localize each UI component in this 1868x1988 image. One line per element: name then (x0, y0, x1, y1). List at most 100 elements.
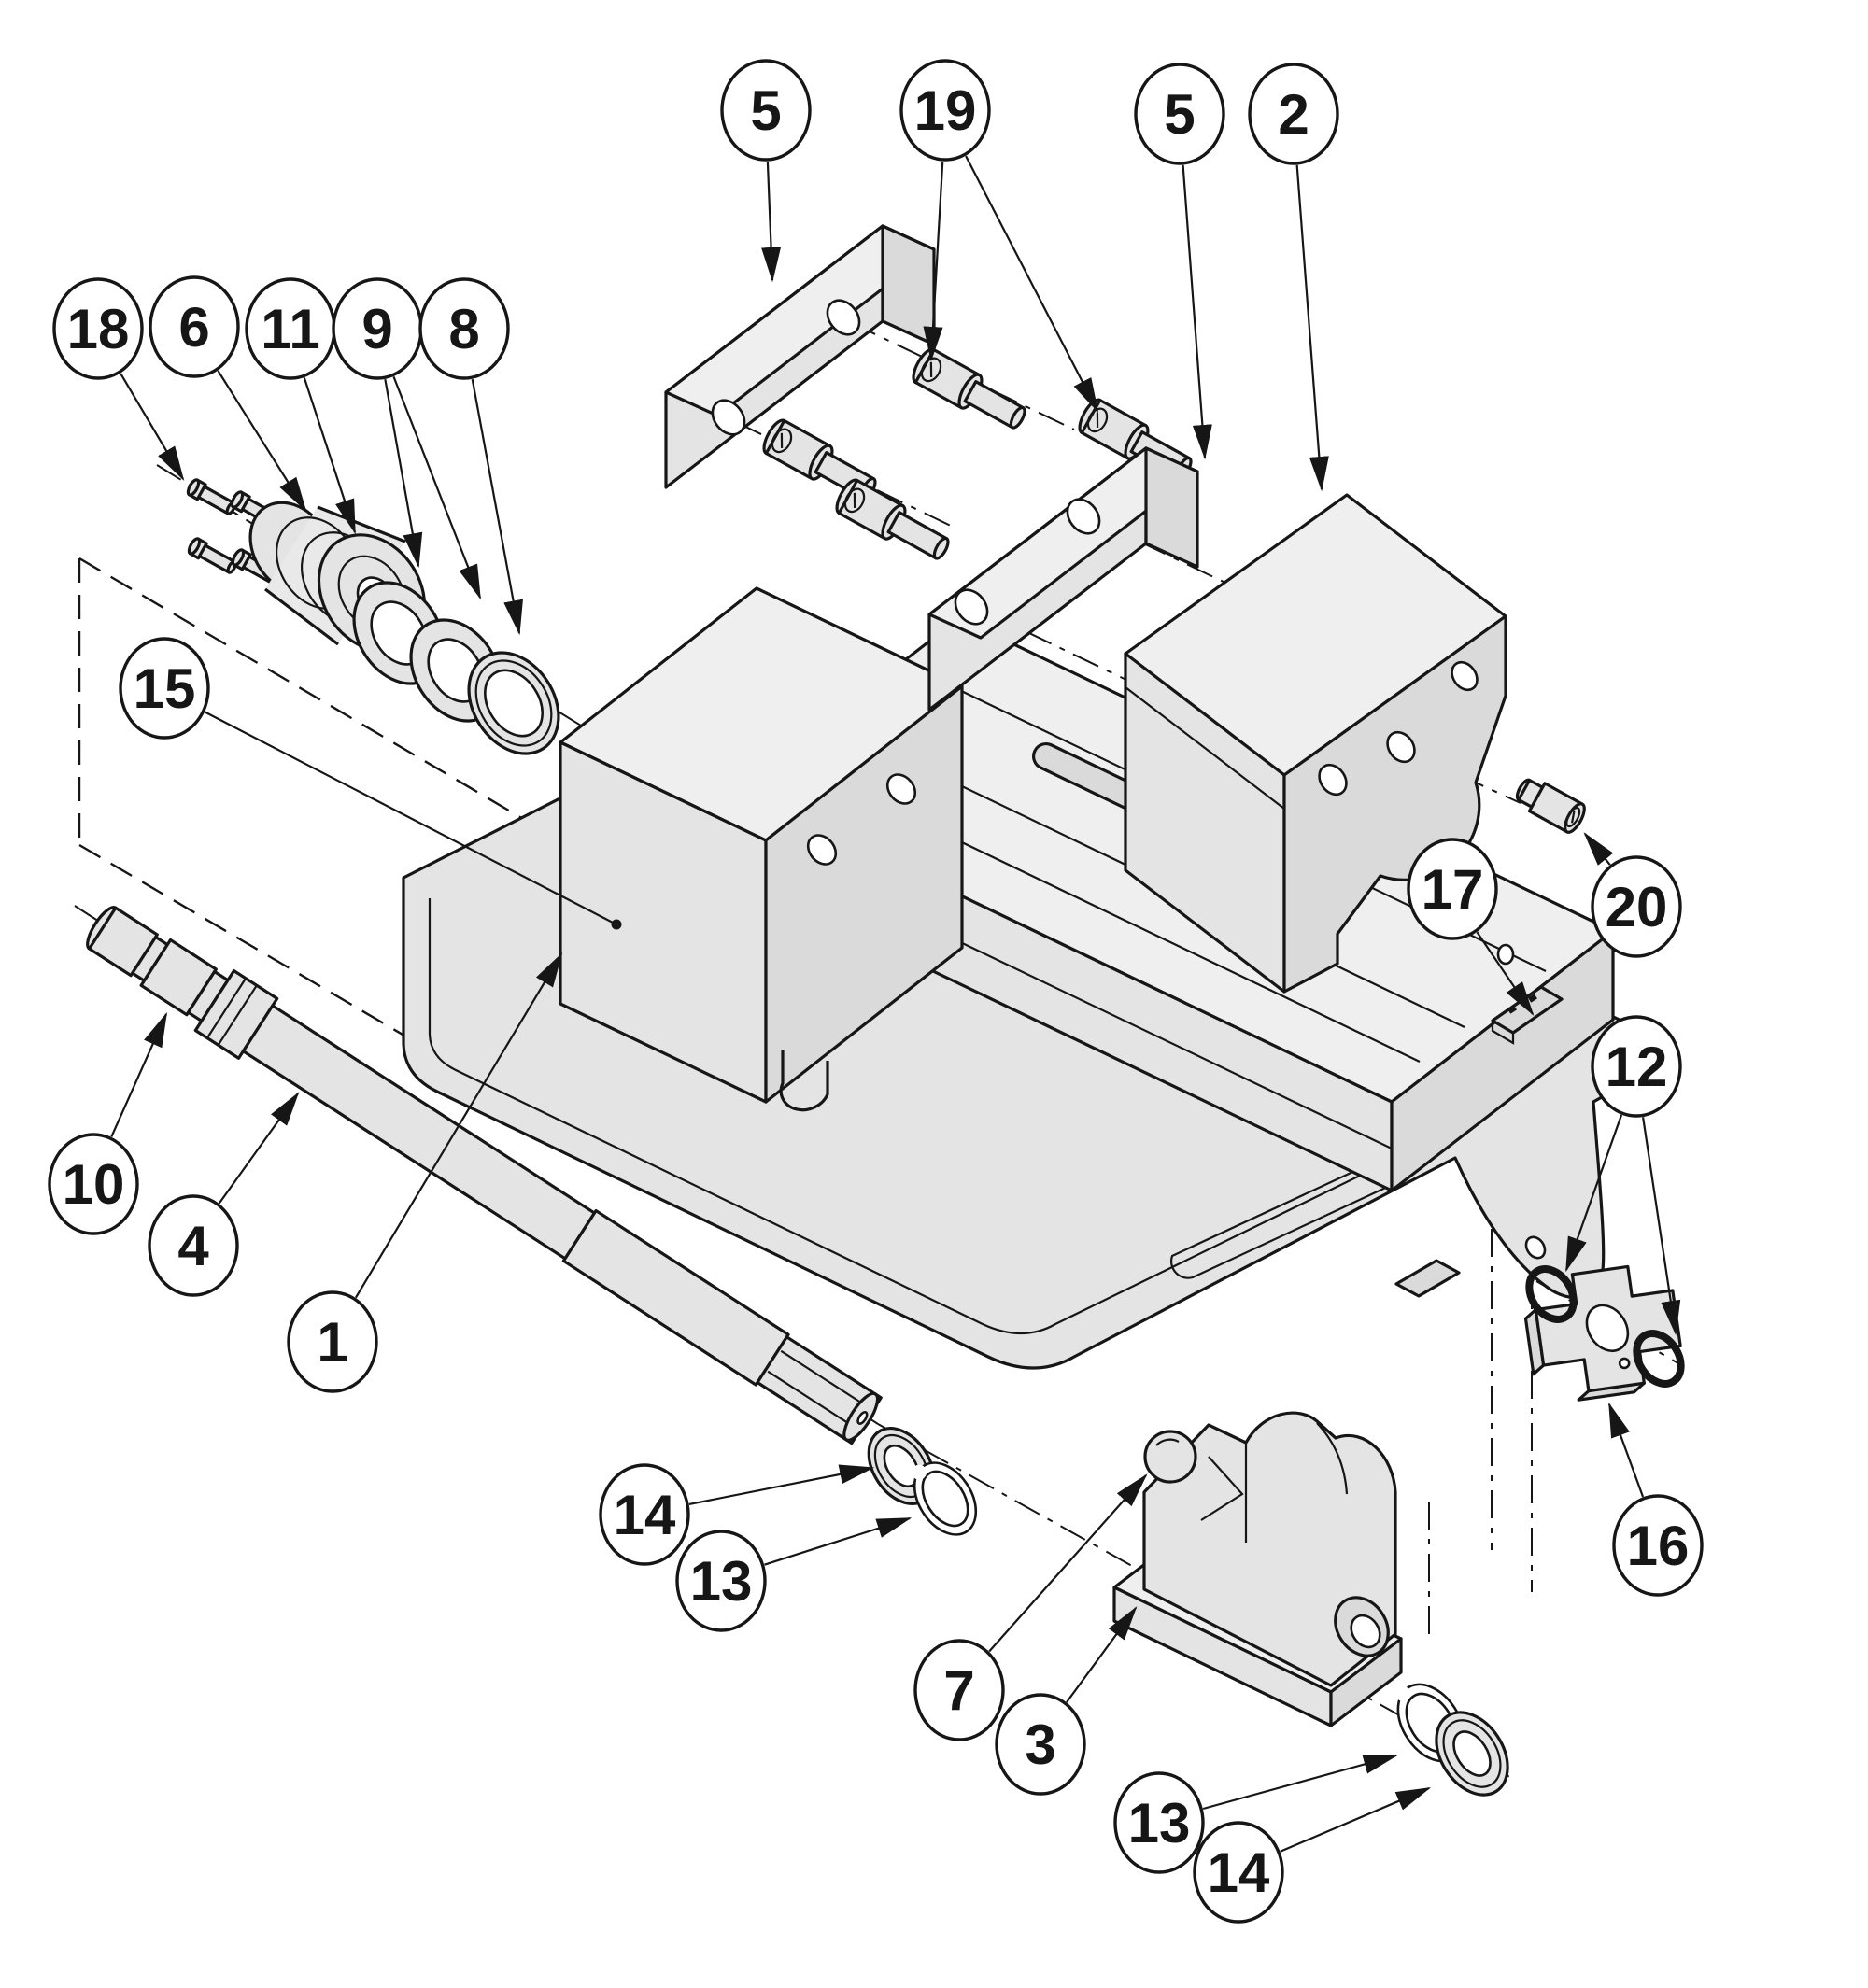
leader-line-4 (218, 1092, 300, 1205)
balloon-15-9: 15 (119, 637, 210, 740)
balloon-number: 9 (361, 298, 392, 360)
balloon-circle (48, 1133, 139, 1235)
washer-8 (467, 651, 560, 755)
balloon-12-15: 12 (1591, 1015, 1682, 1118)
balloon-circle (148, 1194, 239, 1297)
leader-line-13 (1202, 1754, 1399, 1811)
balloon-circle (599, 1463, 690, 1566)
balloon-3-20: 3 (995, 1693, 1086, 1796)
balloon-circle (720, 59, 812, 162)
leader-line-3 (1066, 1606, 1138, 1703)
balloon-circle (913, 1639, 1005, 1741)
jaw-plate-right (927, 446, 1199, 712)
balloon-9-7: 9 (332, 277, 423, 380)
balloon-circle (119, 637, 210, 740)
balloon-19-1: 19 (899, 59, 991, 162)
balloon-circle (899, 59, 991, 162)
leader-line-16 (1607, 1402, 1645, 1498)
balloon-6-5: 6 (149, 275, 240, 378)
balloon-17-13: 17 (1407, 838, 1498, 940)
leader-line-12 (1564, 1114, 1623, 1273)
balloon-circle (1591, 1015, 1682, 1118)
lead-screw (86, 906, 883, 1445)
balloon-13-18: 13 (675, 1530, 767, 1632)
screw-seat-pocket (779, 1050, 829, 1112)
balloon-number: 5 (1164, 83, 1195, 146)
balloon-circle (149, 275, 240, 378)
thrust-washers (352, 581, 560, 755)
balloon-number: 7 (943, 1659, 974, 1722)
jaw-screw-hole (806, 834, 838, 866)
balloon-number: 20 (1606, 876, 1668, 938)
leader-line-10 (110, 1011, 168, 1137)
balloon-number: 14 (614, 1484, 676, 1546)
balloon-circle (995, 1693, 1086, 1796)
balloon-4-11: 4 (148, 1194, 239, 1297)
ball (1143, 1430, 1197, 1484)
balloon-number: 18 (67, 298, 130, 360)
screw-nut (1112, 1411, 1403, 1727)
leader-line-19 (923, 161, 944, 362)
clamp-plate (1523, 1264, 1682, 1402)
balloon-number: 14 (1208, 1841, 1270, 1904)
leader-line-14 (688, 1464, 875, 1506)
leader-line-8 (471, 378, 523, 636)
balloon-circle (52, 277, 144, 380)
o-rings (1525, 1265, 1685, 1388)
jaw-screw-hole (885, 773, 917, 805)
movable-jaw (1124, 493, 1507, 994)
balloon-number: 15 (134, 657, 196, 720)
leader-line-9 (384, 378, 423, 569)
balloon-20-14: 20 (1591, 855, 1682, 958)
balloon-2-3: 2 (1248, 63, 1339, 165)
balloon-circle (675, 1530, 767, 1632)
balloon-number: 13 (1128, 1792, 1191, 1854)
leader-line-9 (392, 375, 482, 600)
jaw-plate-left (664, 224, 936, 489)
balloon-number: 2 (1278, 83, 1309, 146)
balloon-14-17: 14 (599, 1463, 690, 1566)
balloon-number: 19 (914, 79, 977, 142)
leader-line-12 (1642, 1117, 1681, 1336)
leader-line-18 (120, 373, 185, 482)
balloon-11-6: 11 (245, 277, 336, 380)
base-cover-tab (1394, 1259, 1461, 1298)
balloon-5-0: 5 (720, 59, 812, 162)
leader-line-17 (1476, 931, 1535, 1016)
snap-ring-front (912, 1461, 978, 1536)
leader-dot-15 (611, 919, 622, 930)
leader-line-2 (1295, 164, 1329, 492)
balloon-circle (287, 1290, 378, 1393)
set-screw (1515, 778, 1586, 834)
balloon-number: 4 (177, 1215, 209, 1277)
leader-line-20 (1583, 832, 1614, 866)
leader-line-14 (1280, 1786, 1432, 1853)
balloon-circle (1113, 1771, 1205, 1874)
o-ring (1633, 1330, 1685, 1388)
balloon-5-2: 5 (1134, 63, 1225, 165)
leader-line-13 (764, 1516, 913, 1566)
balloon-circle (1591, 855, 1682, 958)
balloon-number: 12 (1606, 1036, 1668, 1098)
balloon-number: 10 (63, 1153, 125, 1216)
leader-line-19 (965, 155, 1099, 414)
leader-line-7 (988, 1473, 1148, 1653)
balloon-16-16: 16 (1612, 1494, 1704, 1597)
balloon-number: 5 (750, 79, 781, 142)
balloon-circle (1193, 1821, 1284, 1924)
balloon-number: 3 (1025, 1713, 1055, 1776)
boss-hole (1524, 1235, 1547, 1260)
washer-rear (1435, 1711, 1509, 1797)
leader-line-5 (1182, 164, 1212, 460)
balloon-circle (1612, 1494, 1704, 1597)
balloon-number: 17 (1422, 858, 1484, 921)
balloon-circle (418, 277, 510, 380)
base-lip (428, 898, 1439, 1335)
balloon-number: 8 (448, 298, 479, 360)
jaw-plate-screws (762, 347, 1193, 560)
balloon-10-10: 10 (48, 1133, 139, 1235)
balloon-number: 1 (317, 1311, 347, 1374)
balloon-number: 6 (178, 296, 209, 359)
balloon-8-8: 8 (418, 277, 510, 380)
